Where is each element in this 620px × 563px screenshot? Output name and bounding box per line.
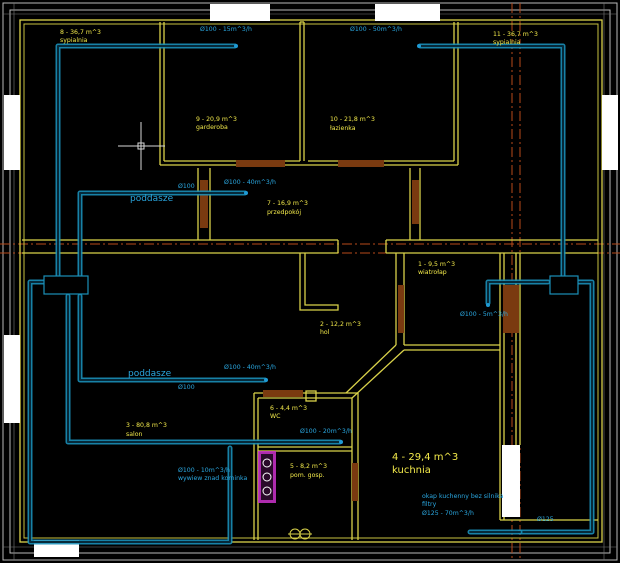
- crosshair-cursor-icon: [118, 122, 165, 170]
- duct-label-3: Ø100 - 40m^3/h: [224, 178, 276, 186]
- room-3-volume: 3 - 80,8 m^3: [126, 422, 167, 429]
- duct-phi-1: Ø100: [178, 182, 195, 190]
- room-5-volume: 5 - 8,2 m^3: [290, 463, 327, 470]
- duct-label-4: Ø100 - 5m^3/h: [460, 310, 508, 318]
- fireplace: [258, 451, 276, 503]
- duct-label-5: Ø100 - 40m^3/h: [224, 363, 276, 371]
- room-6-volume: 6 - 4,4 m^3: [270, 405, 307, 412]
- external-walls: [19, 19, 603, 543]
- room-10-name: łazienka: [330, 125, 356, 132]
- duct-label-9: Ø125: [537, 515, 554, 523]
- room-1-volume: 1 - 9,5 m^3: [418, 261, 455, 268]
- duct-label-7: Ø100 - 10m^3/h: [178, 466, 230, 474]
- room-5-name: pom. gosp.: [290, 472, 325, 479]
- room-10-volume: 10 - 21,8 m^3: [330, 116, 375, 123]
- duct-label-7-note: wywiew znad kominka: [178, 475, 247, 482]
- room-8-volume: 8 - 36,7 m^3: [60, 29, 101, 36]
- room-9-volume: 9 - 20,9 m^3: [196, 116, 237, 123]
- room-7-name: przedpokój: [267, 208, 301, 216]
- poddasze-label-2: poddasze: [128, 369, 172, 379]
- duct-phi-2: Ø100: [178, 383, 195, 391]
- room-11-name: sypialnia: [493, 39, 521, 46]
- room-2-name: hol: [320, 329, 330, 336]
- windows: [4, 4, 618, 557]
- distribution-box-right: [549, 275, 579, 295]
- duct-label-8-c: Ø125 - 70m^3/h: [422, 509, 474, 517]
- ventilation-ducts: [27, 43, 595, 545]
- duct-label-6: Ø100 - 20m^3/h: [300, 427, 352, 435]
- duct-label-8-a: okap kuchenny bez silnika: [422, 493, 504, 500]
- room-3-name: salon: [126, 431, 143, 438]
- room-4-name: kuchnia: [392, 465, 431, 476]
- room-2-volume: 2 - 12,2 m^3: [320, 321, 361, 328]
- duct-label-1: Ø100 - 15m^3/h: [200, 25, 252, 33]
- bottom-fixtures: [288, 528, 312, 540]
- poddasze-label-1: poddasze: [130, 194, 174, 204]
- room-7-volume: 7 - 16,9 m^3: [267, 200, 308, 207]
- room-11-volume: 11 - 36,7 m^3: [493, 31, 538, 38]
- room-9-name: garderoba: [196, 124, 228, 131]
- distribution-box-left: [43, 275, 89, 295]
- duct-label-2: Ø100 - 50m^3/h: [350, 25, 402, 33]
- duct-label-8-b: filtry: [422, 501, 437, 508]
- duct-terminals: [234, 44, 490, 444]
- room-1-name: wiatrołap: [418, 269, 447, 276]
- room-6-name: WC: [270, 413, 280, 420]
- inner-frame: [9, 9, 611, 554]
- room-4-volume: 4 - 29,4 m^3: [392, 452, 458, 463]
- room-8-name: sypialnia: [60, 37, 88, 44]
- doors: [200, 160, 519, 501]
